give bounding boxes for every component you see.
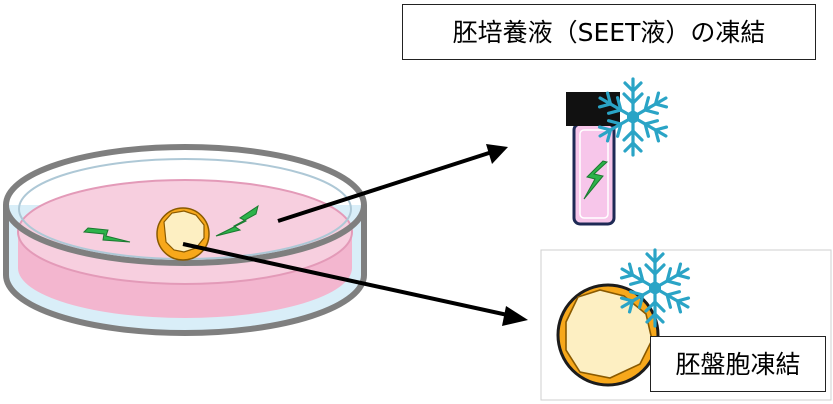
petri-dish-icon [3, 144, 367, 336]
arrow-icon [182, 242, 528, 326]
lightning-icon [82, 227, 131, 243]
embryo-icon [156, 207, 210, 261]
tube-icon [566, 92, 620, 226]
lightning-icon [583, 160, 609, 200]
arrow-icon [277, 144, 508, 223]
lightning-icon [215, 204, 259, 237]
medium-freeze-label: 胚培養液（SEET液）の凍結 [402, 4, 816, 60]
blastocyst-freeze-label: 胚盤胞凍結 [650, 336, 826, 392]
